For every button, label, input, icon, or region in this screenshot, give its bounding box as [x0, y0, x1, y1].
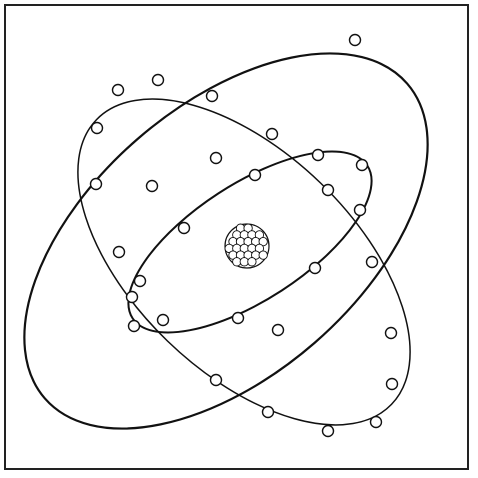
- electron-icon: [386, 328, 397, 339]
- electron-icon: [179, 223, 190, 234]
- electron-icon: [153, 75, 164, 86]
- electron-icon: [267, 129, 278, 140]
- electron-icon: [135, 276, 146, 287]
- electron-icon: [323, 185, 334, 196]
- electron-icon: [250, 170, 261, 181]
- electron-icon: [147, 181, 158, 192]
- electron-icon: [387, 379, 398, 390]
- electron-icon: [91, 179, 102, 190]
- electron-icon: [313, 150, 324, 161]
- nucleus-icon: [225, 224, 269, 268]
- electron-icon: [355, 205, 366, 216]
- electron-icon: [211, 153, 222, 164]
- electron-icon: [92, 123, 103, 134]
- electron-icon: [158, 315, 169, 326]
- electron-icon: [367, 257, 378, 268]
- electron-icon: [233, 313, 244, 324]
- electron-icon: [127, 292, 138, 303]
- electron-icon: [263, 407, 274, 418]
- nucleon: [259, 251, 267, 259]
- electron-icon: [113, 85, 124, 96]
- nucleon: [240, 258, 248, 266]
- electron-icon: [371, 417, 382, 428]
- electron-icon: [357, 160, 368, 171]
- electron-icon: [273, 325, 284, 336]
- electron-icon: [350, 35, 361, 46]
- electron-icon: [323, 426, 334, 437]
- electron-icon: [129, 321, 140, 332]
- electron-icon: [310, 263, 321, 274]
- nucleon: [248, 258, 256, 266]
- electron-icon: [211, 375, 222, 386]
- electron-icon: [207, 91, 218, 102]
- electron-icon: [114, 247, 125, 258]
